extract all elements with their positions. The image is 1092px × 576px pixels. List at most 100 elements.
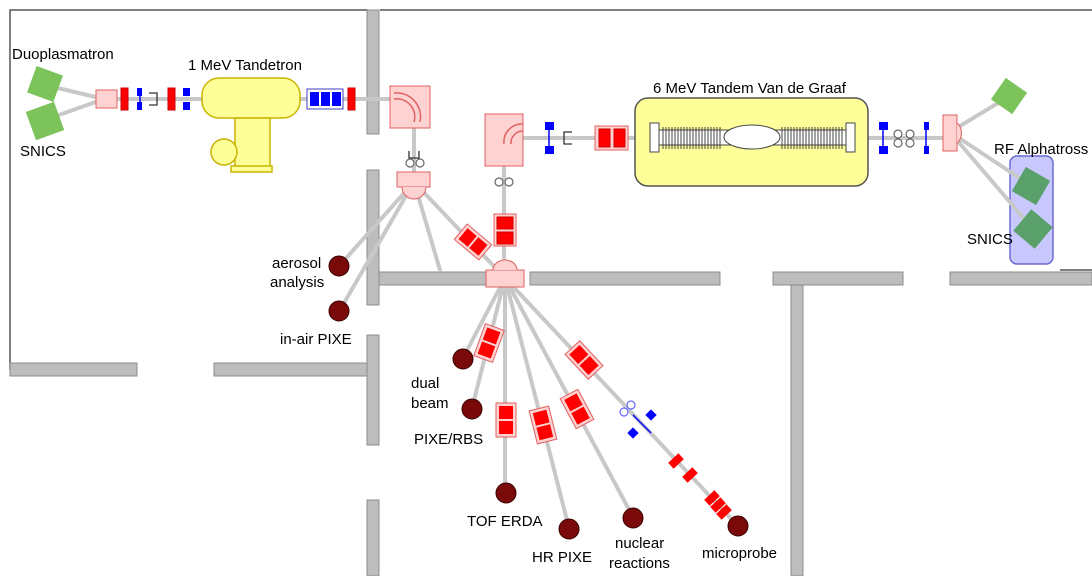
wall-vertical-right xyxy=(790,284,804,576)
endstation-hr-pixe xyxy=(558,518,580,540)
source-top-right xyxy=(990,77,1028,115)
steerer-tandem-exit-b xyxy=(879,146,888,154)
switch-magnet-left xyxy=(95,89,118,109)
quad-dual-beam-line xyxy=(473,322,505,364)
rf-alphatross-source xyxy=(1011,166,1051,206)
label-duoplasmatron: Duoplasmatron xyxy=(12,46,114,63)
quad-low-energy-2 xyxy=(167,87,176,111)
tandetron-support xyxy=(234,117,271,169)
beamline-switch-b xyxy=(412,180,507,280)
label-tandetron: 1 MeV Tandetron xyxy=(188,57,302,74)
bending-magnet-injector xyxy=(484,113,524,167)
steerer-tandem-entry-a xyxy=(545,122,554,130)
wall-horizontal-left-b xyxy=(213,362,368,377)
quad-tandem-entry-b xyxy=(613,128,626,148)
label-dual-beam-line1: dual xyxy=(411,375,439,392)
wall-horizontal-mid-c xyxy=(772,271,904,286)
faraday-cups xyxy=(405,129,915,187)
microprobe-quad-1 xyxy=(668,453,684,469)
wall-vertical-upper xyxy=(366,9,380,135)
wall-vertical-bottom xyxy=(366,499,380,576)
endstation-microprobe xyxy=(727,515,749,537)
endstation-in-air-pixe xyxy=(328,300,350,322)
microprobe-quad-3 xyxy=(704,490,720,506)
steerer-tandem-exit-a xyxy=(879,122,888,130)
quad-tof-erda-line xyxy=(495,402,517,438)
beamline-to-dual-beam xyxy=(461,276,507,360)
snics-left-source xyxy=(25,101,65,141)
beamline-to-aerosol xyxy=(338,180,416,267)
microprobe-quad-5 xyxy=(716,504,732,520)
beamline-rf-lower xyxy=(948,130,1034,230)
steerer-right-a xyxy=(924,122,929,130)
endstation-tof-erda xyxy=(495,482,517,504)
label-aerosol-analysis-line2: analysis xyxy=(270,274,324,291)
bending-magnet-tandetron xyxy=(389,85,431,129)
quad-nuclear-line xyxy=(559,388,595,430)
slit-tandetron-exit xyxy=(408,151,420,159)
tandem-terminal xyxy=(723,124,781,150)
wall-horizontal-left-a xyxy=(9,362,138,377)
beamline-to-inair-pixe xyxy=(338,180,416,312)
microprobe-foil xyxy=(619,400,636,417)
endstation-aerosol-analysis xyxy=(328,255,350,277)
wall-horizontal-right xyxy=(949,271,1092,286)
quad-injector-b xyxy=(496,231,514,245)
switching-magnet-upper xyxy=(396,171,431,200)
label-aerosol-analysis-line1: aerosol xyxy=(272,255,321,272)
labels: Duoplasmatron SNICS 1 MeV Tandetron 6 Me… xyxy=(12,46,1088,572)
wall-vertical-lower xyxy=(366,334,380,446)
endstation-dual-beam xyxy=(452,348,474,370)
microprobe-quad-4 xyxy=(710,497,726,513)
quad-hr-pixe-line xyxy=(528,405,558,445)
wall-vertical-middle xyxy=(366,169,380,306)
snics-right-source xyxy=(1013,209,1053,249)
switching-magnet-lower xyxy=(485,259,525,288)
steerer-microprobe-a xyxy=(645,409,657,421)
label-snics-right: SNICS xyxy=(967,231,1013,248)
tandetron-base xyxy=(230,165,273,173)
magnets xyxy=(95,85,962,288)
microprobe-quadrupoles xyxy=(668,453,732,520)
quad-post-tandetron xyxy=(347,87,356,111)
microprobe-quad-2 xyxy=(682,467,698,483)
slit-tandem-entry xyxy=(563,131,572,145)
steerer-low-energy-1b xyxy=(137,102,142,110)
quad-aerosol-line xyxy=(453,223,493,261)
label-tandem-van-de-graaf: 6 MeV Tandem Van de Graaf xyxy=(653,80,847,97)
label-rf-alphatross: RF Alphatross xyxy=(994,141,1088,158)
label-hr-pixe: HR PIXE xyxy=(532,549,592,566)
quad-microprobe-line-upper xyxy=(564,340,604,380)
quad-tandem-entry-a xyxy=(598,128,611,148)
steerer-low-energy-2b xyxy=(183,102,190,110)
wall-horizontal-mid-b xyxy=(529,271,721,286)
label-tof-erda: TOF ERDA xyxy=(467,513,543,530)
switching-magnet-right xyxy=(942,114,962,152)
beamline-to-hr-pixe xyxy=(503,276,571,530)
steerer-low-energy-2 xyxy=(183,88,190,96)
endstation-nuclear-reactions xyxy=(622,507,644,529)
label-nuclear-reactions-line1: nuclear xyxy=(615,535,664,552)
room-outlines xyxy=(9,9,1092,370)
quad-injector-a xyxy=(496,216,514,230)
endstations xyxy=(328,255,749,540)
wall-horizontal-mid-a xyxy=(378,271,487,286)
tandetron-tank xyxy=(201,77,301,119)
room-left-outline xyxy=(9,9,368,370)
steerer-right-b xyxy=(924,146,929,154)
tandetron-accelerator xyxy=(201,77,301,173)
steerer-microprobe-b xyxy=(627,427,639,439)
beamline-rf-upper xyxy=(948,130,1032,187)
label-microprobe: microprobe xyxy=(702,545,777,562)
tandetron-exit-steerer xyxy=(306,88,344,110)
slit-low-energy xyxy=(149,92,158,106)
ion-sources xyxy=(25,66,1053,249)
tandem-rib-lines xyxy=(662,127,843,149)
slits xyxy=(149,92,572,159)
steerer-blue-lines xyxy=(139,96,927,434)
label-dual-beam-line2: beam xyxy=(411,395,449,412)
label-pixe-rbs: PIXE/RBS xyxy=(414,431,483,448)
tandem-van-de-graaf xyxy=(634,97,869,187)
tandem-flange-right xyxy=(845,122,856,153)
